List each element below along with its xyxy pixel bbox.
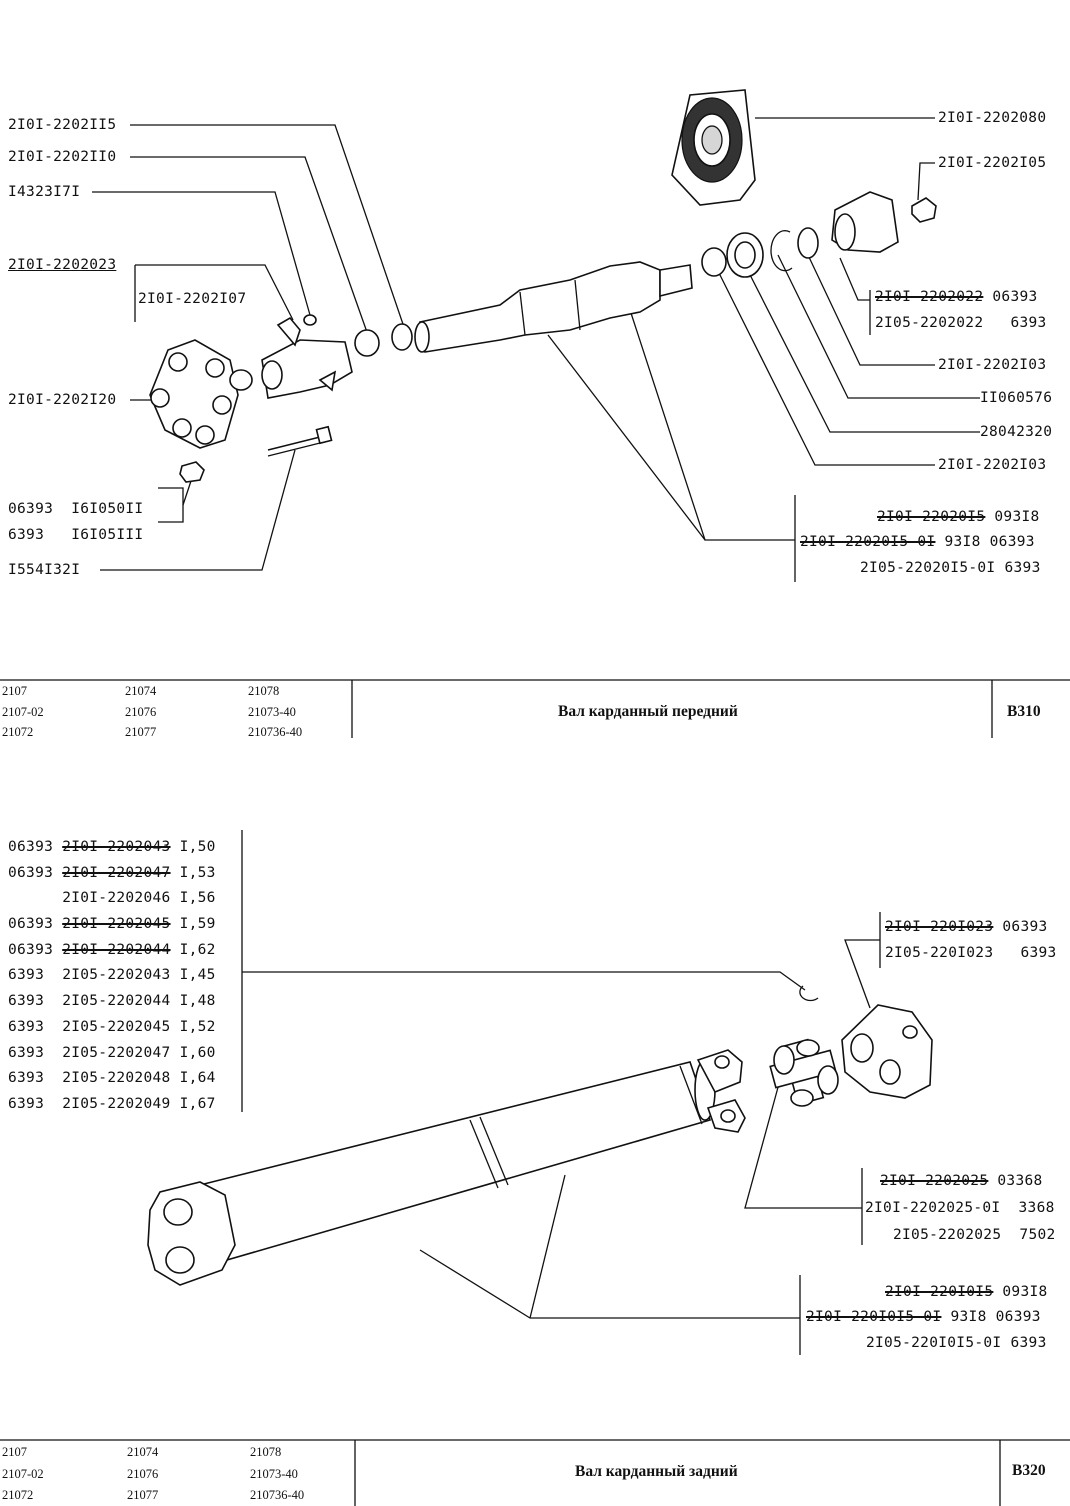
shaft-row: 06393 2I0I-2202043 I,50 xyxy=(8,839,216,855)
model-cell: 21072 xyxy=(2,1488,34,1502)
model-cell: 21074 xyxy=(125,684,157,698)
rear-shaft-list: 06393 2I0I-2202043 I,50 06393 2I0I-22020… xyxy=(8,838,243,1121)
shaft-row: 06393 2I0I-2202045 I,59 xyxy=(8,916,216,933)
front-shaft xyxy=(414,261,693,353)
shaft-row: 06393 2I0I-2202047 I,53 xyxy=(8,864,216,881)
label-2101-2202022: 2I0I-2202022 06393 xyxy=(875,289,1038,305)
label-2101-2201023: 2I0I-220I023 06393 xyxy=(885,919,1048,935)
label-2101-2202103-b: 2I0I-2202I03 xyxy=(938,457,1047,473)
front-washer xyxy=(701,247,727,277)
model-cell: 21078 xyxy=(250,1445,282,1459)
rear-washer xyxy=(797,227,819,259)
label-nut-1610511: 6393 I6I05III xyxy=(8,527,144,543)
rear-yoke-end xyxy=(147,1181,236,1286)
model-cell: 21077 xyxy=(127,1488,159,1502)
label-2101-2201015-01: 2I0I-220I0I5-0I 93I8 06393 xyxy=(806,1309,1041,1325)
model-cell: 210736-40 xyxy=(250,1488,305,1502)
shaft-row: 6393 2I05-2202049 I,67 xyxy=(8,1095,216,1112)
model-cell: 2107-02 xyxy=(2,1467,44,1481)
label-2105-2201023: 2I05-220I023 6393 xyxy=(885,945,1057,961)
shaft-row: 6393 2I05-2202043 I,45 xyxy=(8,967,216,984)
label-28042320: 28042320 xyxy=(980,424,1053,440)
rear-title: Вал карданный задний xyxy=(575,1463,738,1480)
circlip xyxy=(770,230,793,272)
centering-bush xyxy=(229,369,253,391)
label-11060576: II060576 xyxy=(980,390,1053,406)
label-2101-2202105: 2I0I-2202I05 xyxy=(938,155,1047,171)
seal-cage xyxy=(391,323,413,351)
shaft-row: 6393 2I05-2202044 I,48 xyxy=(8,993,216,1010)
rear-flange xyxy=(841,1004,933,1099)
seal-ring xyxy=(354,329,380,357)
model-cell: 21076 xyxy=(125,705,157,719)
label-2101-2202080: 2I0I-2202080 xyxy=(938,110,1047,126)
label-2101-2202107: 2I0I-2202I07 xyxy=(138,291,247,307)
label-2101-2202015-01: 2I0I-22020I5-0I 93I8 06393 xyxy=(800,534,1035,550)
model-cell: 2107 xyxy=(2,684,27,698)
label-15541321: I554I32I xyxy=(8,562,81,578)
label-2105-2201015-01: 2I05-220I0I5-0I 6393 xyxy=(866,1335,1047,1351)
label-2101-2202103-a: 2I0I-2202I03 xyxy=(938,357,1047,373)
model-cell: 2107 xyxy=(2,1445,27,1459)
model-cell: 210736-40 xyxy=(248,725,303,739)
coupling-bolt xyxy=(267,425,333,457)
model-cell: 21076 xyxy=(127,1467,159,1481)
label-2101-2202110: 2I0I-2202II0 xyxy=(8,149,117,165)
label-2101-2202025: 2I0I-2202025 03368 xyxy=(880,1173,1043,1189)
shaft-row: 06393 2I0I-2202044 I,62 xyxy=(8,941,216,958)
ball-bearing xyxy=(726,232,764,278)
model-cell: 21074 xyxy=(127,1445,159,1459)
front-leader-lines xyxy=(92,117,980,582)
support-bearing xyxy=(671,89,756,206)
model-cell: 21073-40 xyxy=(248,705,296,719)
coupling-nut xyxy=(179,461,205,483)
elastic-coupling xyxy=(149,339,239,449)
model-cell: 21078 xyxy=(248,684,280,698)
label-nut-16105011: 06393 I6I050II xyxy=(8,501,144,517)
label-14323171: I4323I7I xyxy=(8,184,81,200)
model-cell: 21077 xyxy=(125,725,157,739)
rear-leader-lines xyxy=(241,830,881,1355)
rear-table-lines xyxy=(0,1439,1070,1506)
label-2101-2202120: 2I0I-2202I20 xyxy=(8,392,117,408)
model-cell: 2107-02 xyxy=(2,705,44,719)
shaft-row: 6393 2I05-2202045 I,52 xyxy=(8,1018,216,1035)
label-2105-2202025: 2I05-2202025 7502 xyxy=(893,1227,1056,1243)
label-2101-2202015: 2I0I-22020I5 093I8 xyxy=(877,509,1040,525)
rear-code: B320 xyxy=(1012,1462,1046,1479)
shaft-row: 6393 2I05-2202047 I,60 xyxy=(8,1044,216,1061)
label-2101-2202115: 2I0I-2202II5 xyxy=(8,117,117,133)
label-2105-2202022: 2I05-2202022 6393 xyxy=(875,315,1047,331)
label-2101-2202023: 2I0I-2202023 xyxy=(8,257,117,273)
front-flange-yoke xyxy=(261,316,353,399)
flange-nut xyxy=(911,197,937,223)
front-title: Вал карданный передний xyxy=(558,703,738,720)
shaft-row: 2I0I-2202046 I,56 xyxy=(62,890,216,907)
front-table-lines xyxy=(0,679,1070,738)
label-2101-2202025-01: 2I0I-2202025-0I 3368 xyxy=(865,1200,1055,1216)
retaining-ring xyxy=(799,985,819,1002)
model-cell: 21072 xyxy=(2,725,34,739)
universal-joint-cross xyxy=(769,1038,839,1107)
model-cell: 21073-40 xyxy=(250,1467,298,1481)
grease-fitting xyxy=(303,314,317,326)
shaft-row: 6393 2I05-2202048 I,64 xyxy=(8,1070,216,1087)
label-2105-2202015-01: 2I05-22020I5-0I 6393 xyxy=(860,560,1041,576)
front-code: B310 xyxy=(1007,703,1041,720)
front-rear-flange xyxy=(831,191,899,253)
label-2101-2201015: 2I0I-220I0I5 093I8 xyxy=(885,1284,1048,1300)
rear-shaft xyxy=(199,1049,746,1263)
